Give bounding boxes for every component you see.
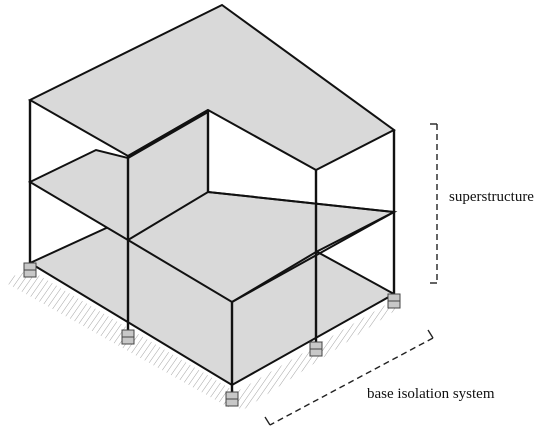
isolation-bearings xyxy=(23,262,401,407)
bearing-5 xyxy=(225,391,239,407)
superstructure-bracket xyxy=(430,123,438,284)
base-isolation-label: base isolation system xyxy=(367,386,495,402)
base-isolation-bracket xyxy=(264,329,434,426)
bearing-2 xyxy=(121,329,135,345)
bearing-4 xyxy=(309,341,323,357)
bearing-3 xyxy=(387,293,401,309)
superstructure-label: superstructure xyxy=(449,189,534,205)
roof-slab xyxy=(27,3,396,172)
frame-edges xyxy=(127,109,395,385)
bearing-1 xyxy=(23,262,37,278)
